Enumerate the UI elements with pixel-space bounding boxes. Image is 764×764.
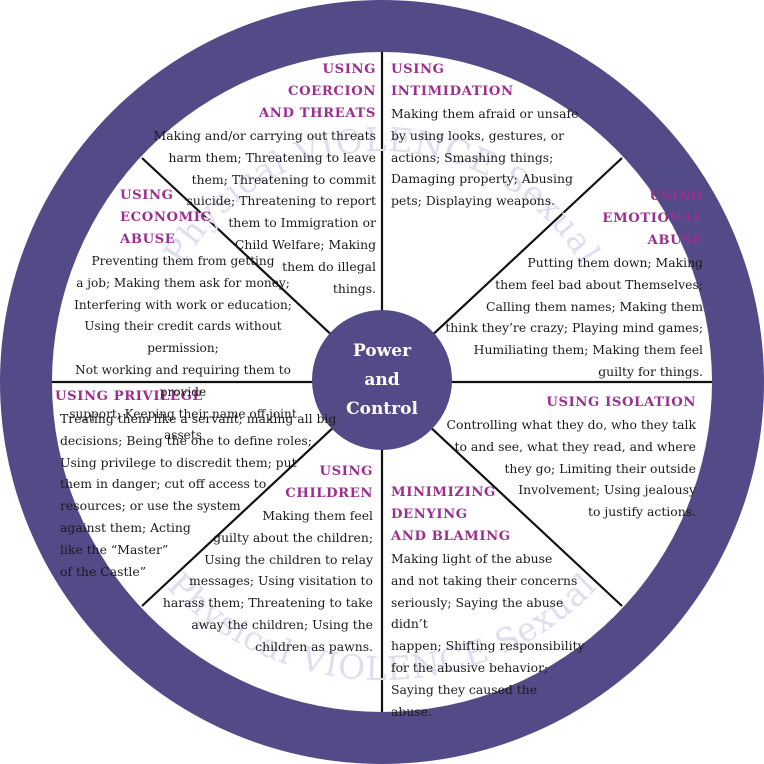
segment-body: Treating them like a servant; making all… — [60, 411, 337, 579]
segment-title: MINIMIZING DENYING AND BLAMING — [391, 485, 511, 544]
segment-title: USING ECONOMIC ABUSE — [120, 188, 212, 247]
hub-circle — [312, 310, 452, 450]
segment-title: USING CHILDREN — [285, 464, 373, 501]
hub-line-control: Control — [346, 399, 418, 419]
segment-privilege: USING PRIVILEGE Treating them like a ser… — [55, 386, 355, 582]
segment-title: USING PRIVILEGE — [55, 389, 204, 404]
segment-isolation: USING ISOLATION Controlling what they do… — [416, 392, 696, 523]
segment-body: Making them afraid or unsafe by using lo… — [391, 106, 579, 209]
segment-body: Making and/or carrying out threats harm … — [153, 128, 376, 296]
segment-title: USING EMOTIONAL ABUSE — [602, 189, 703, 248]
segment-body: Making them feel guilty about the childr… — [162, 508, 373, 654]
segment-emotional: USING EMOTIONAL ABUSE Putting them down;… — [423, 186, 703, 383]
segment-minimizing: MINIMIZING DENYING AND BLAMING Making li… — [391, 482, 601, 722]
segment-body: Making light of the abuse and not taking… — [391, 551, 585, 719]
segment-intimidation: USING INTIMIDATION Making them afraid or… — [391, 59, 611, 212]
segment-title: USING COERCION AND THREATS — [258, 62, 376, 121]
segment-body: Controlling what they do, who they talk … — [446, 417, 696, 520]
segment-children: USING CHILDREN Making them feel guilty a… — [143, 461, 373, 658]
segment-economic: USING ECONOMIC ABUSE Preventing them fro… — [52, 185, 314, 447]
segment-body: Putting them down; Making them feel bad … — [445, 255, 703, 379]
segment-title: USING ISOLATION — [546, 395, 696, 410]
segment-body: Preventing them from getting a job; Maki… — [69, 254, 297, 443]
hub-line-power: Power — [353, 341, 412, 361]
segment-coercion: USING COERCION AND THREATS Making and/or… — [136, 59, 376, 299]
hub-line-and: and — [364, 370, 399, 390]
segment-title: USING INTIMIDATION — [391, 62, 514, 99]
